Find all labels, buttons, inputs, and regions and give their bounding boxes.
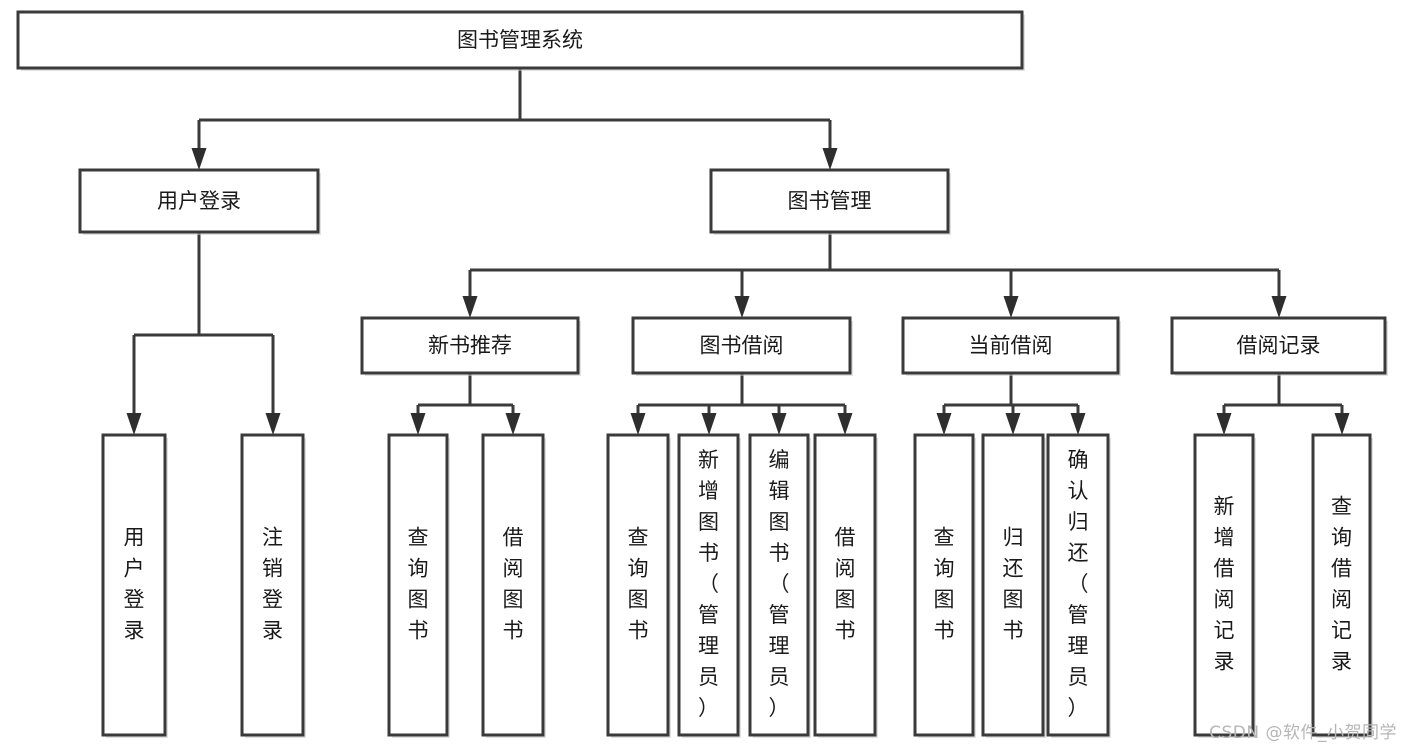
node-label: 查询图书: [408, 526, 429, 643]
edge-group-root: [191, 68, 838, 170]
node-box[interactable]: [16, 10, 1024, 70]
node-label: 图书借阅: [700, 334, 784, 358]
node-label: 归还图书: [1003, 526, 1024, 643]
connector-arrowhead: [410, 413, 426, 435]
connector-arrowhead: [1334, 413, 1350, 435]
node-label: 新书推荐: [428, 334, 512, 358]
node-layer: 图书管理系统用户登录图书管理新书推荐图书借阅当前借阅借阅记录用户登录注销登录查询…: [16, 10, 1388, 738]
node-label: 图书管理: [788, 189, 872, 213]
edge-group-current-borrow: [936, 373, 1086, 435]
node-label: 确认归还（管理员）: [1068, 448, 1089, 720]
connector-arrowhead: [837, 413, 853, 435]
edge-group-new-book-recommend: [410, 373, 521, 435]
connector-arrowhead: [1216, 413, 1232, 435]
edge-group-user-login: [126, 232, 281, 435]
connector-arrowhead: [126, 413, 142, 435]
connector-arrowhead: [734, 296, 750, 318]
node-label: 用户登录: [124, 526, 145, 643]
node-box[interactable]: [913, 433, 975, 737]
connector-arrowhead: [1005, 413, 1021, 435]
connector-arrowhead: [701, 413, 717, 435]
node-leaf-query-record[interactable]: 查询借阅记录: [1311, 433, 1373, 738]
node-box[interactable]: [677, 433, 740, 737]
connector-arrowhead: [265, 413, 281, 435]
node-box[interactable]: [1046, 433, 1110, 737]
node-leaf-add-record[interactable]: 新增借阅记录: [1193, 433, 1256, 738]
node-label: 借阅图书: [503, 526, 524, 643]
edge-group-book-manage: [462, 232, 1287, 318]
node-book-manage[interactable]: 图书管理: [709, 168, 951, 235]
node-leaf-edit-book[interactable]: 编辑图书（管理员）: [748, 433, 811, 738]
node-user-login[interactable]: 用户登录: [78, 168, 321, 235]
node-box[interactable]: [606, 433, 670, 737]
node-label: 当前借阅: [969, 334, 1053, 358]
node-label: 图书管理系统: [457, 28, 583, 52]
node-leaf-query-book-1[interactable]: 查询图书: [387, 433, 450, 738]
node-box[interactable]: [240, 433, 305, 737]
node-leaf-borrow-book-2[interactable]: 借阅图书: [813, 433, 878, 738]
node-box[interactable]: [387, 433, 449, 737]
node-new-book-recommend[interactable]: 新书推荐: [360, 316, 581, 376]
node-label: 借阅图书: [835, 526, 856, 643]
node-box[interactable]: [748, 433, 810, 737]
node-box[interactable]: [813, 433, 877, 737]
node-box[interactable]: [1311, 433, 1372, 737]
node-borrow-record[interactable]: 借阅记录: [1170, 316, 1388, 376]
node-box[interactable]: [1193, 433, 1255, 737]
node-leaf-add-book[interactable]: 新增图书（管理员）: [677, 433, 741, 738]
connector-arrowhead: [191, 148, 207, 170]
node-leaf-return-book[interactable]: 归还图书: [981, 433, 1046, 738]
node-box[interactable]: [901, 316, 1120, 375]
node-leaf-confirm-return[interactable]: 确认归还（管理员）: [1046, 433, 1111, 738]
connector-arrowhead: [505, 413, 521, 435]
node-box[interactable]: [981, 433, 1045, 737]
node-label: 注销登录: [262, 526, 283, 643]
connector-arrowhead: [822, 148, 838, 170]
node-leaf-user-login[interactable]: 用户登录: [101, 433, 168, 738]
node-box[interactable]: [101, 433, 167, 737]
watermark-text: CSDN @软件_小贺同学: [1209, 723, 1397, 743]
node-book-borrow[interactable]: 图书借阅: [631, 316, 853, 376]
node-label: 用户登录: [157, 189, 241, 213]
node-label: 新增图书（管理员）: [698, 448, 719, 720]
node-leaf-query-book-2[interactable]: 查询图书: [606, 433, 671, 738]
node-root[interactable]: 图书管理系统: [16, 10, 1025, 71]
node-label: 查询借阅记录: [1331, 495, 1352, 674]
node-box[interactable]: [360, 316, 580, 375]
node-box[interactable]: [481, 433, 545, 737]
node-leaf-query-book-3[interactable]: 查询图书: [913, 433, 976, 738]
node-label: 查询图书: [628, 526, 649, 643]
connector-arrowhead: [630, 413, 646, 435]
connector-layer: [126, 68, 1350, 435]
node-box[interactable]: [709, 168, 950, 234]
node-label: 借阅记录: [1237, 334, 1321, 358]
node-leaf-logout[interactable]: 注销登录: [240, 433, 306, 738]
node-label: 新增借阅记录: [1214, 495, 1235, 674]
node-current-borrow[interactable]: 当前借阅: [901, 316, 1121, 376]
edge-group-borrow-record: [1216, 373, 1350, 435]
connector-arrowhead: [462, 296, 478, 318]
connector-arrowhead: [936, 413, 952, 435]
node-label: 编辑图书（管理员）: [769, 448, 790, 720]
node-leaf-borrow-book-1[interactable]: 借阅图书: [481, 433, 546, 738]
node-box[interactable]: [631, 316, 852, 375]
node-label: 查询图书: [934, 526, 955, 643]
connector-arrowhead: [1070, 413, 1086, 435]
connector-arrowhead: [771, 413, 787, 435]
connector-arrowhead: [1271, 296, 1287, 318]
edge-group-book-borrow: [630, 373, 853, 435]
node-box[interactable]: [78, 168, 320, 234]
node-box[interactable]: [1170, 316, 1387, 375]
connector-arrowhead: [1003, 296, 1019, 318]
